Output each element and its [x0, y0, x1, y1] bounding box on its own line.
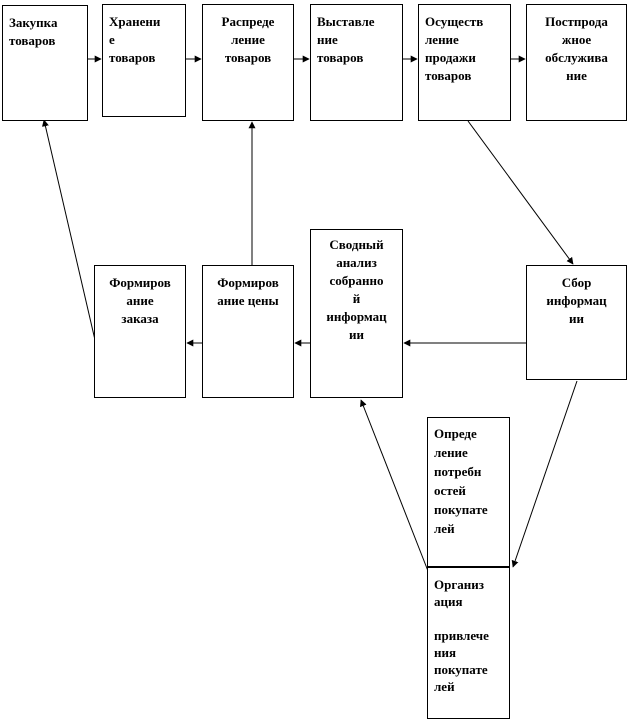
box-attraction: Организ ация привлече ния покупате лей — [427, 567, 510, 719]
box-needs: Опреде ление потребн остей покупате лей — [427, 417, 510, 567]
box-pricing: Формиров ание цены — [202, 265, 294, 398]
box-order: Формиров ание заказа — [94, 265, 186, 398]
box-storage: Хранени е товаров — [102, 4, 186, 117]
box-display: Выставле ние товаров — [310, 4, 403, 121]
box-analysis: Сводный анализ собранно й информац ии — [310, 229, 403, 398]
box-distribution: Распреде ление товаров — [202, 4, 294, 121]
box-purchase: Закупка товаров — [2, 5, 88, 121]
arrow-needs-to-analysis — [360, 399, 429, 572]
arrow-info-collection-to-attraction — [511, 380, 578, 568]
box-sale: Осуществ ление продажи товаров — [418, 4, 511, 121]
arrow-sale-to-info-collection — [467, 120, 574, 265]
arrow-order-to-purchase — [42, 119, 96, 341]
box-aftersale: Постпрода жное обслужива ние — [526, 4, 627, 121]
box-info-collection: Сбор информац ии — [526, 265, 627, 380]
